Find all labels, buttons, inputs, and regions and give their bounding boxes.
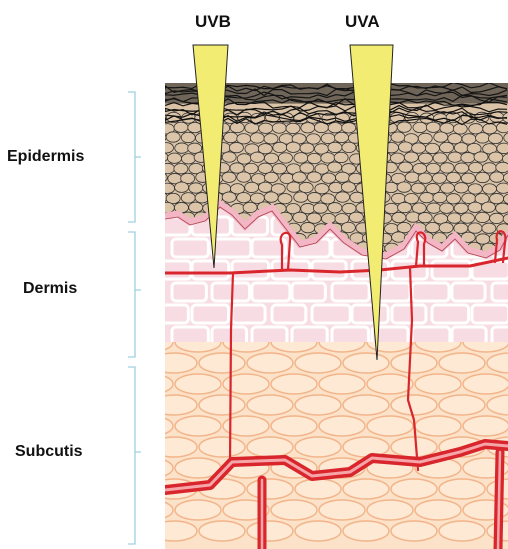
subcutis-bracket: [128, 367, 141, 544]
dermis-bracket: [128, 232, 141, 357]
epidermis-bracket: [128, 92, 141, 222]
layer-brackets: [128, 92, 141, 544]
